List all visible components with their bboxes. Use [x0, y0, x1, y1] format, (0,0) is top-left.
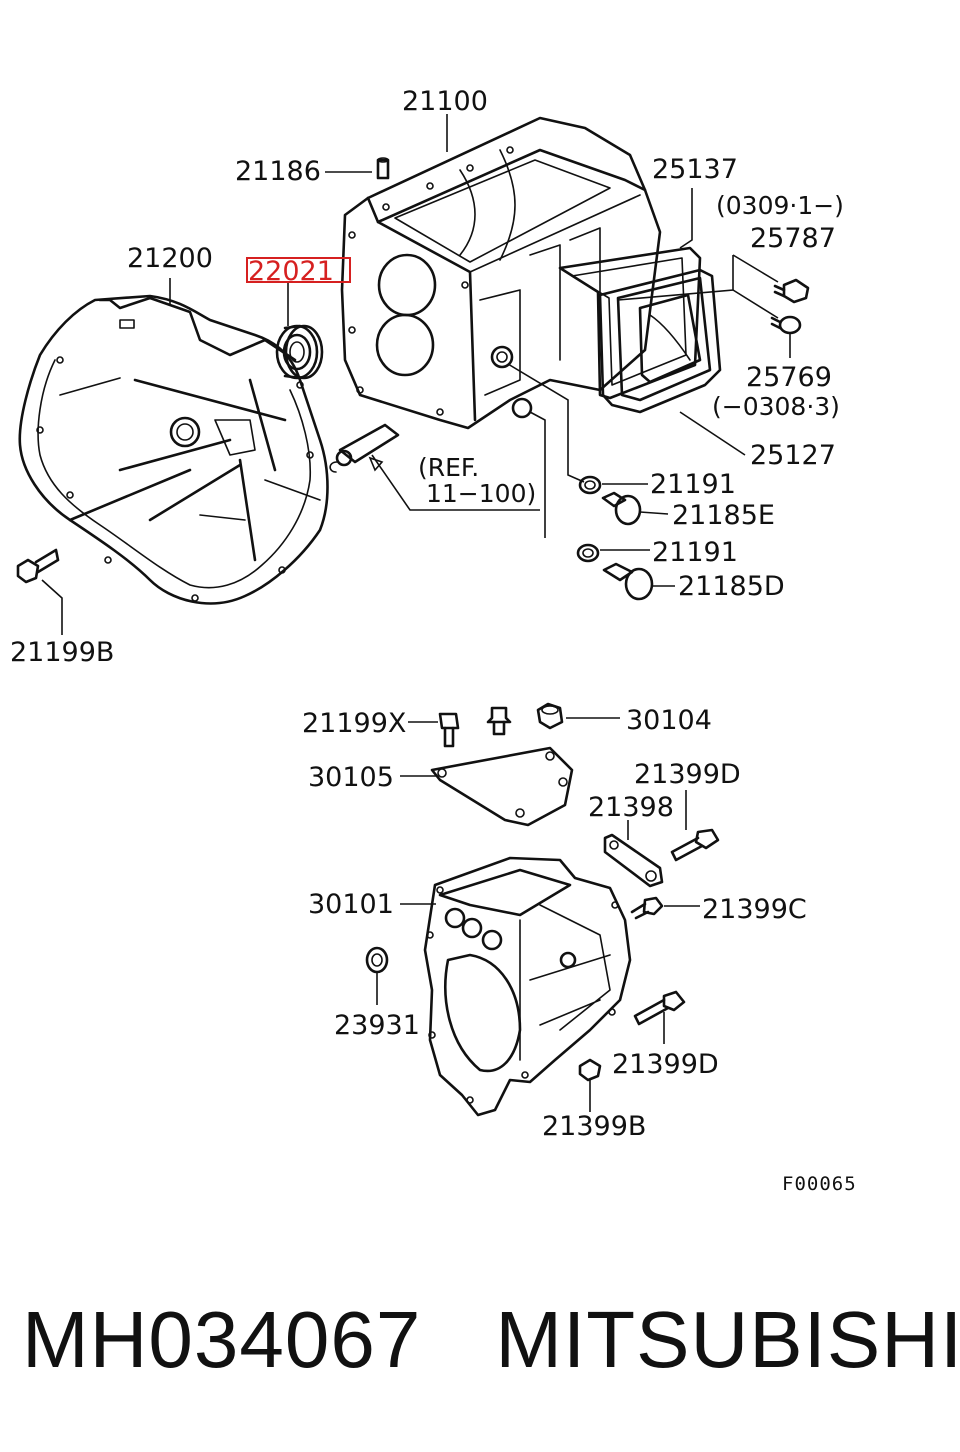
label-ref-line1: (REF.	[418, 453, 479, 482]
bolt-21199X-drawing	[438, 712, 460, 748]
bolt-21399D-lower-drawing	[633, 990, 686, 1026]
label-21186: 21186	[235, 156, 321, 187]
label-25127: 25127	[750, 440, 836, 471]
label-25769-note: (−0308·3)	[712, 392, 840, 421]
bolt-21399D-upper-drawing	[670, 828, 720, 862]
label-21399D-upper: 21399D	[634, 759, 741, 790]
label-21398: 21398	[588, 792, 674, 823]
washer-21191b-drawing	[576, 543, 600, 563]
label-25137-note: (0309·1−)	[716, 191, 844, 220]
label-30105: 30105	[308, 762, 394, 793]
label-25769: 25769	[746, 362, 832, 393]
bolt-21399B-drawing	[578, 1058, 602, 1082]
gasket-25137-drawing	[558, 246, 702, 400]
label-30104: 30104	[626, 705, 712, 736]
bolt-25769-drawing	[770, 315, 802, 335]
label-30101: 30101	[308, 889, 394, 920]
label-21199X: 21199X	[302, 708, 406, 739]
label-23931: 23931	[334, 1010, 420, 1041]
plug-21185E-drawing	[601, 491, 642, 526]
label-21185D: 21185D	[678, 571, 785, 602]
footer: MH034067 MITSUBISHI	[0, 1290, 960, 1390]
label-25787: 25787	[750, 223, 836, 254]
label-21185E: 21185E	[672, 500, 775, 531]
leader-lines	[41, 114, 791, 1112]
pin-21186-drawing	[376, 157, 390, 180]
plug-21185D-drawing	[602, 562, 654, 601]
label-22021: 22021	[248, 256, 334, 287]
plate-21398-drawing	[603, 833, 664, 888]
clutch-housing-drawing	[18, 294, 329, 605]
part-labels: 21100 21186 25137 (0309·1−) 25787 21200 …	[10, 86, 857, 1195]
bearing-22021-drawing	[275, 324, 324, 380]
plug-30104-drawing	[536, 702, 564, 730]
brand-name: MITSUBISHI	[495, 1295, 960, 1384]
bolt-21399C-drawing	[630, 896, 664, 920]
label-ref-line2: 11−100)	[426, 479, 536, 508]
release-fork-drawing	[329, 423, 400, 473]
transmission-case-drawing	[340, 116, 662, 430]
highlight-box	[246, 257, 351, 283]
label-21399B: 21399B	[542, 1111, 646, 1142]
label-21399D-lower: 21399D	[612, 1049, 719, 1080]
figure-code: F00065	[782, 1173, 857, 1195]
breather-drawing	[486, 706, 512, 736]
label-21200: 21200	[127, 243, 213, 274]
bolt-21199B-drawing	[16, 548, 60, 584]
washer-21191a-drawing	[578, 475, 602, 495]
label-25137: 25137	[652, 154, 738, 185]
part-number: MH034067	[22, 1295, 422, 1384]
extension-housing-30101-drawing	[423, 856, 632, 1117]
label-21191-a: 21191	[650, 469, 736, 500]
label-21399C: 21399C	[702, 894, 807, 925]
cover-25127-drawing	[598, 268, 722, 414]
bolt-25787-drawing	[773, 278, 810, 304]
cover-plate-30105-drawing	[430, 746, 574, 827]
seal-23931-drawing	[365, 946, 389, 974]
label-21100: 21100	[402, 86, 488, 117]
label-21191-b: 21191	[652, 537, 738, 568]
label-21199B: 21199B	[10, 637, 114, 668]
